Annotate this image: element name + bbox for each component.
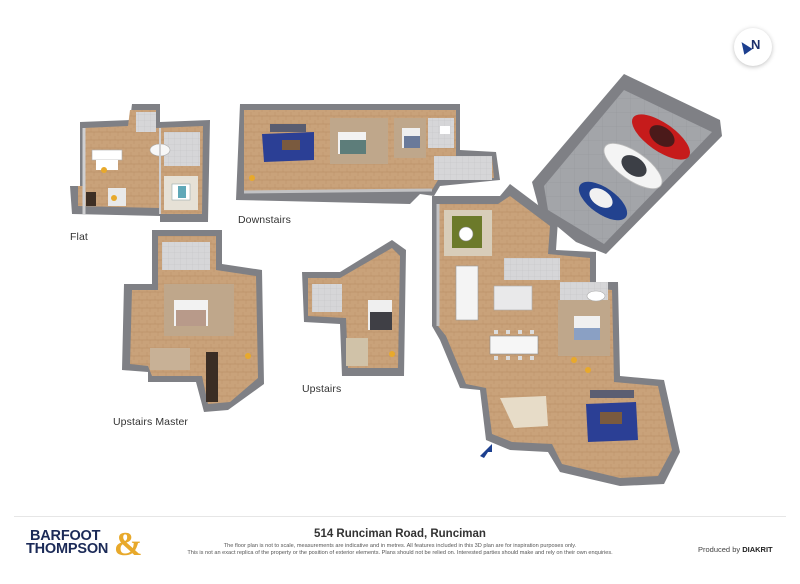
downstairs-upper-wing xyxy=(236,104,500,204)
producer-prefix: Produced by xyxy=(698,545,741,554)
blue-car xyxy=(578,181,628,221)
label-upstairs: Upstairs xyxy=(302,383,342,395)
red-car xyxy=(632,114,690,160)
disclaimer-line1: The floor plan is not to scale, measurem… xyxy=(223,543,577,549)
flat-plan xyxy=(70,104,210,222)
label-downstairs: Downstairs xyxy=(238,214,291,226)
garage-plan xyxy=(532,74,722,254)
footer-divider xyxy=(14,516,786,517)
upstairs-plan xyxy=(302,240,406,376)
producer-credit: Produced by DIAKRIT xyxy=(698,545,773,554)
disclaimer-line2: This is not an exact replica of the prop… xyxy=(187,550,613,556)
producer-name: DIAKRIT xyxy=(742,545,773,554)
label-flat: Flat xyxy=(70,231,88,243)
brand-ampersand: & xyxy=(114,526,143,563)
white-car xyxy=(603,142,663,190)
downstairs-main xyxy=(432,184,680,486)
compass-icon: N xyxy=(734,28,772,66)
upstairs-master-plan xyxy=(122,230,264,412)
brand-logo: BARFOOT THOMPSON & xyxy=(24,526,154,566)
brand-line1: BARFOOT xyxy=(30,528,101,544)
entry-arrow-icon xyxy=(480,444,492,458)
compass-letter: N xyxy=(751,37,761,52)
brand-line2: THOMPSON xyxy=(26,541,109,557)
label-upstairs-master: Upstairs Master xyxy=(113,416,189,428)
property-address: 514 Runciman Road, Runciman xyxy=(314,528,486,540)
